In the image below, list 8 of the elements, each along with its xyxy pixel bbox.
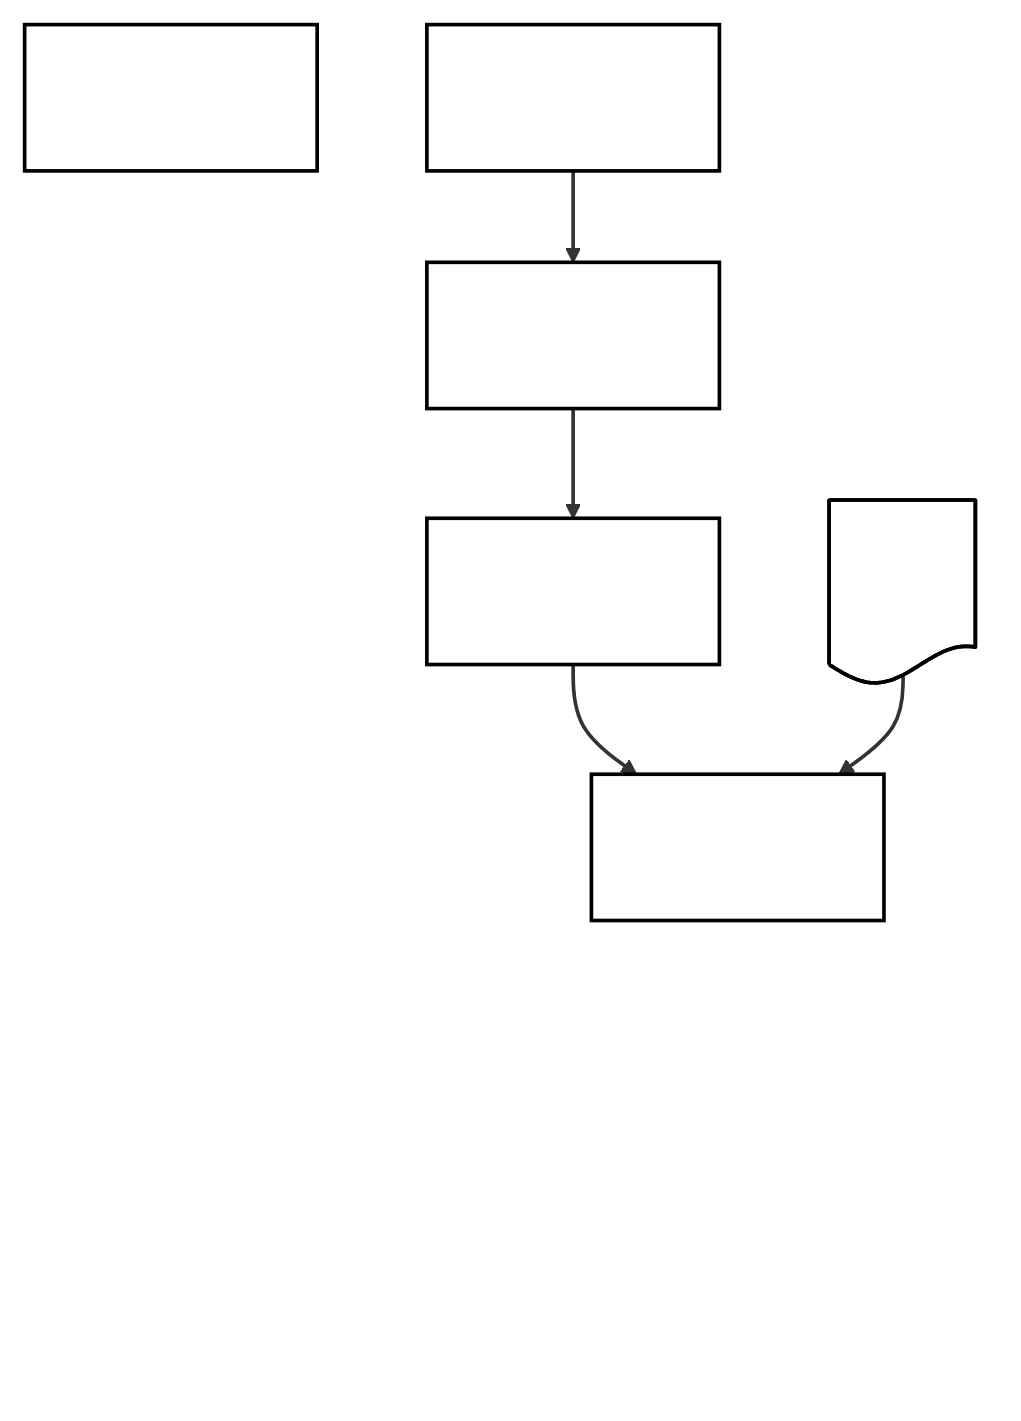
arrow [565,408,582,519]
node-box [589,772,886,923]
node-box [22,22,319,173]
arrow [571,664,638,775]
node-box [425,516,722,667]
node-box [425,22,722,173]
node-box [425,260,722,411]
arrow [838,676,905,775]
